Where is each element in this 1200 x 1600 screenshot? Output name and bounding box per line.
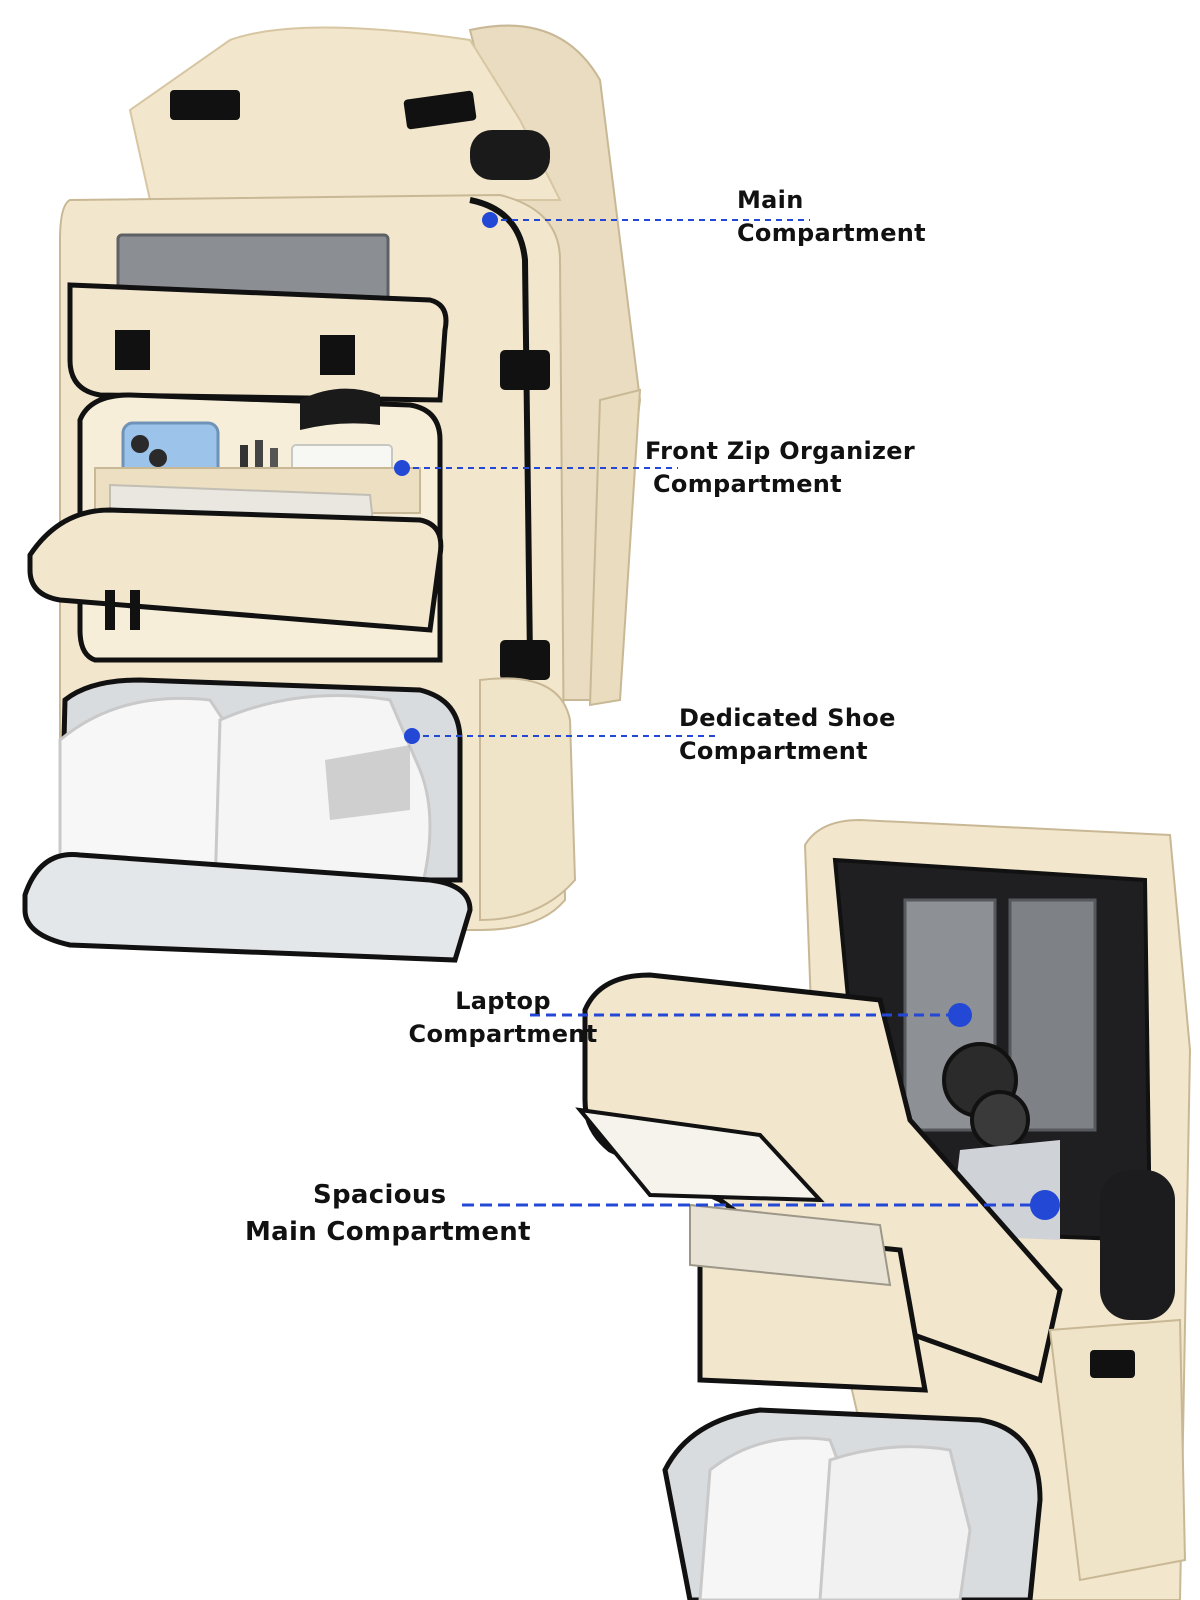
callout-spacious-main: Spacious Main Compartment bbox=[245, 1177, 565, 1251]
callout-pointers bbox=[394, 212, 1060, 1220]
callout-line: Main bbox=[737, 186, 804, 214]
callout-line: Front Zip Organizer bbox=[645, 437, 915, 465]
pointer-dot-main-compartment bbox=[482, 212, 498, 228]
shoes-front bbox=[58, 694, 432, 907]
callout-line: Laptop bbox=[455, 987, 551, 1015]
pointer-dot-dedicated-shoe bbox=[404, 728, 420, 744]
callout-line: Main Compartment bbox=[245, 1217, 531, 1247]
callout-line: Compartment bbox=[653, 470, 842, 498]
callout-main-compartment: Main Compartment bbox=[737, 184, 926, 250]
callout-line: Compartment bbox=[679, 737, 868, 765]
callout-line: Spacious bbox=[313, 1180, 447, 1210]
callout-dedicated-shoe: Dedicated Shoe Compartment bbox=[679, 702, 896, 768]
callout-laptop: Laptop Compartment bbox=[398, 985, 608, 1051]
callout-front-zip-organizer: Front Zip Organizer Compartment bbox=[645, 435, 915, 501]
backpack-open-view bbox=[575, 818, 1192, 1600]
pointer-dot-front-zip-organizer bbox=[394, 460, 410, 476]
pointer-dot-spacious-main bbox=[1030, 1190, 1060, 1220]
pointer-dot-laptop bbox=[948, 1003, 972, 1027]
backpack-front-view bbox=[22, 24, 642, 963]
callout-line: Compartment bbox=[737, 219, 926, 247]
callout-line: Compartment bbox=[408, 1020, 598, 1048]
callout-line: Dedicated Shoe bbox=[679, 704, 896, 732]
